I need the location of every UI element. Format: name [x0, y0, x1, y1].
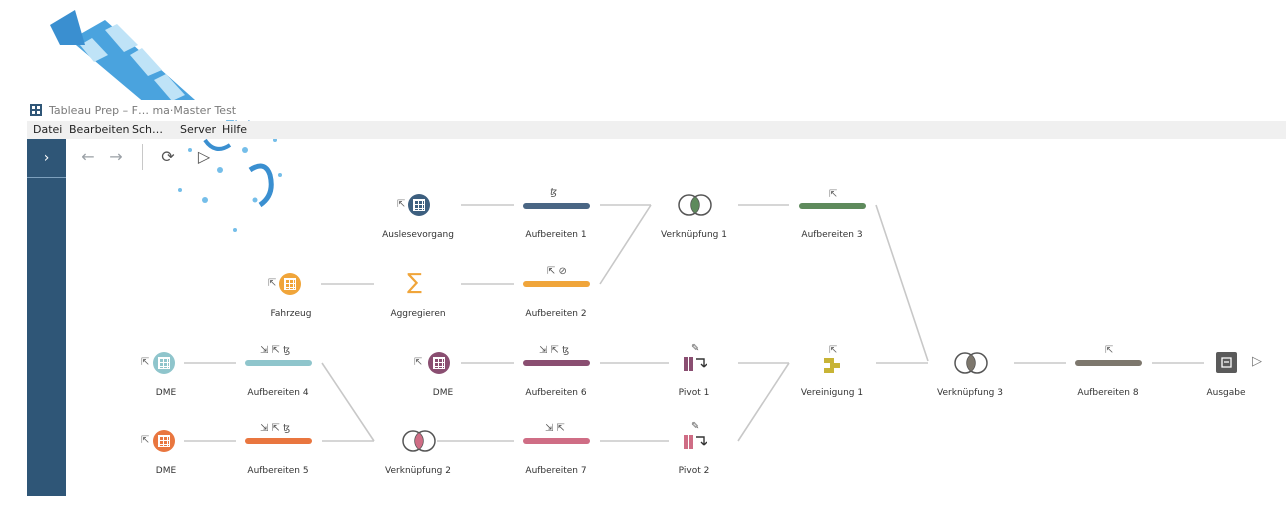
- clean-step-bar: [523, 281, 590, 287]
- pivot-icon: [684, 357, 707, 371]
- clean-step-bar: [245, 438, 312, 444]
- window-titlebar: Tableau Prep – F… ma·Master Test: [27, 100, 1286, 120]
- node-label: Aufbereiten 8: [1077, 388, 1139, 398]
- export-icon: ⇱: [141, 435, 150, 446]
- export-icon: ⇱: [141, 357, 150, 368]
- export-icon: ⇱: [397, 199, 406, 210]
- clean-step-bar: [523, 360, 590, 366]
- sigma-aggregate-icon: ∑: [407, 270, 422, 295]
- union-icon: [824, 358, 840, 373]
- clean-step-bar: [1075, 360, 1142, 366]
- node-label: Aufbereiten 3: [801, 230, 863, 240]
- forward-arrow-icon[interactable]: →: [109, 147, 123, 166]
- node-label: Pivot 2: [678, 466, 710, 476]
- run-output-icon[interactable]: ▷: [1252, 354, 1262, 369]
- input-fahrzeug-icon: [279, 273, 301, 295]
- menu-bearbeiten[interactable]: Bearbeiten: [69, 123, 130, 136]
- node-label: Verknüpfung 1: [661, 230, 727, 240]
- run-flow-icon[interactable]: ▷: [197, 147, 211, 166]
- join-inner-icon: [954, 352, 988, 374]
- sidebar: ›: [27, 139, 66, 496]
- party-popper-icon: [50, 10, 195, 120]
- input-dme-icon: [428, 352, 450, 374]
- node-label: Aufbereiten 4: [247, 388, 309, 398]
- node-label: DME: [155, 388, 177, 398]
- step-icons: ⇲ ⇱ ꜩ: [260, 345, 291, 356]
- node-label: Aufbereiten 5: [247, 466, 309, 476]
- menu-hilfe[interactable]: Hilfe: [222, 123, 248, 136]
- export-icon: ⇱: [414, 357, 423, 368]
- calc-icon: ꜩ: [550, 187, 558, 198]
- node-label: Aufbereiten 2: [525, 309, 587, 319]
- node-label: Aggregieren: [390, 309, 446, 319]
- flow-canvas[interactable]: ⇱ Auslesevorgang ꜩ Aufbereiten 1 Verknüp…: [66, 176, 1286, 496]
- menu-server[interactable]: Server: [180, 123, 217, 136]
- node-label: DME: [432, 388, 454, 398]
- flow-connections: [184, 204, 1204, 442]
- clean-step-bar: [523, 203, 590, 209]
- step-icons: ⇲ ⇱ ꜩ: [260, 423, 291, 434]
- export-attach-icons: ⇱ ⊘: [547, 266, 567, 277]
- sidebar-toggle-button[interactable]: ›: [27, 139, 66, 178]
- window-title: Tableau Prep – F… ma·Master Test: [49, 104, 237, 117]
- input-auslesevorgang-icon: [408, 194, 430, 216]
- export-icon: ⇱: [829, 189, 838, 200]
- join-inner-icon: [402, 430, 436, 452]
- export-icon: ⇱: [829, 345, 838, 356]
- pivot-icon: [684, 435, 707, 449]
- export-icon: ⇱: [268, 278, 277, 289]
- join-inner-icon: [678, 194, 712, 216]
- tableau-prep-logo: [30, 104, 42, 116]
- input-dme-icon: [153, 430, 175, 452]
- input-dme-icon: [153, 352, 175, 374]
- menu-schema[interactable]: Sch…: [132, 123, 164, 136]
- node-label: Verknüpfung 3: [937, 388, 1003, 398]
- node-label: Fahrzeug: [270, 309, 312, 319]
- step-icons: ⇲ ⇱: [545, 423, 565, 434]
- node-label: Aufbereiten 1: [525, 230, 587, 240]
- toolbar: ← → ⟳ ▷: [66, 139, 266, 175]
- node-label: Vereinigung 1: [800, 388, 864, 398]
- output-icon: [1216, 352, 1237, 373]
- node-label: Aufbereiten 7: [525, 466, 587, 476]
- back-arrow-icon[interactable]: ←: [81, 147, 95, 166]
- export-icon: ⇱: [1105, 345, 1114, 356]
- toolbar-divider: [142, 144, 143, 170]
- edit-icon: ✎: [691, 421, 700, 432]
- node-label: Aufbereiten 6: [525, 388, 587, 398]
- step-icons: ⇲ ⇱ ꜩ: [539, 345, 570, 356]
- clean-step-bar: [245, 360, 312, 366]
- menu-bar: Datei Bearbeiten Sch… Server Hilfe: [27, 121, 1286, 139]
- clean-step-bar: [799, 203, 866, 209]
- refresh-icon[interactable]: ⟳: [161, 147, 175, 166]
- menu-datei[interactable]: Datei: [33, 123, 63, 136]
- node-label: Ausgabe: [1206, 388, 1246, 398]
- node-label: DME: [155, 466, 177, 476]
- node-label: Verknüpfung 2: [385, 466, 451, 476]
- node-label: Pivot 1: [678, 388, 710, 398]
- node-label: Auslesevorgang: [382, 230, 454, 240]
- clean-step-bar: [523, 438, 590, 444]
- edit-icon: ✎: [691, 343, 700, 354]
